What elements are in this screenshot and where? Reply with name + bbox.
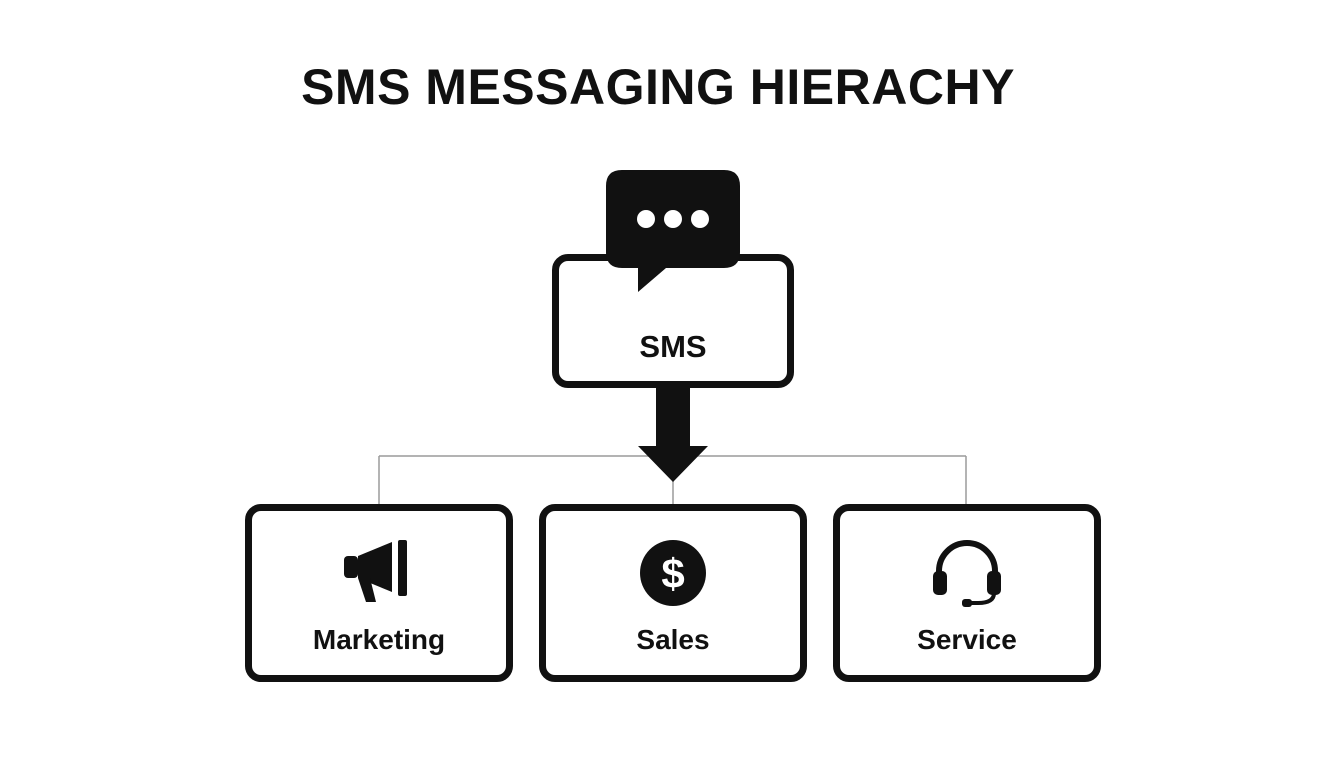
child-label-sales: Sales	[636, 624, 710, 655]
chat-bubble-icon	[606, 170, 740, 292]
dollar-icon: $	[640, 540, 706, 606]
child-label-marketing: Marketing	[312, 624, 446, 655]
headset-icon	[933, 540, 1001, 607]
root-node-label: SMS	[639, 329, 707, 364]
child-node-service: Service	[833, 504, 1101, 682]
down-arrow-icon	[638, 386, 708, 482]
root-node-sms: SMS	[552, 254, 794, 388]
diagram-title: SMS MESSAGING HIERACHY	[301, 59, 1015, 115]
child-label-service: Service	[917, 624, 1017, 655]
child-node-marketing: Marketing	[245, 504, 513, 682]
megaphone-icon	[344, 540, 407, 602]
child-node-sales: $ Sales	[539, 504, 807, 682]
svg-text:$: $	[661, 550, 684, 597]
